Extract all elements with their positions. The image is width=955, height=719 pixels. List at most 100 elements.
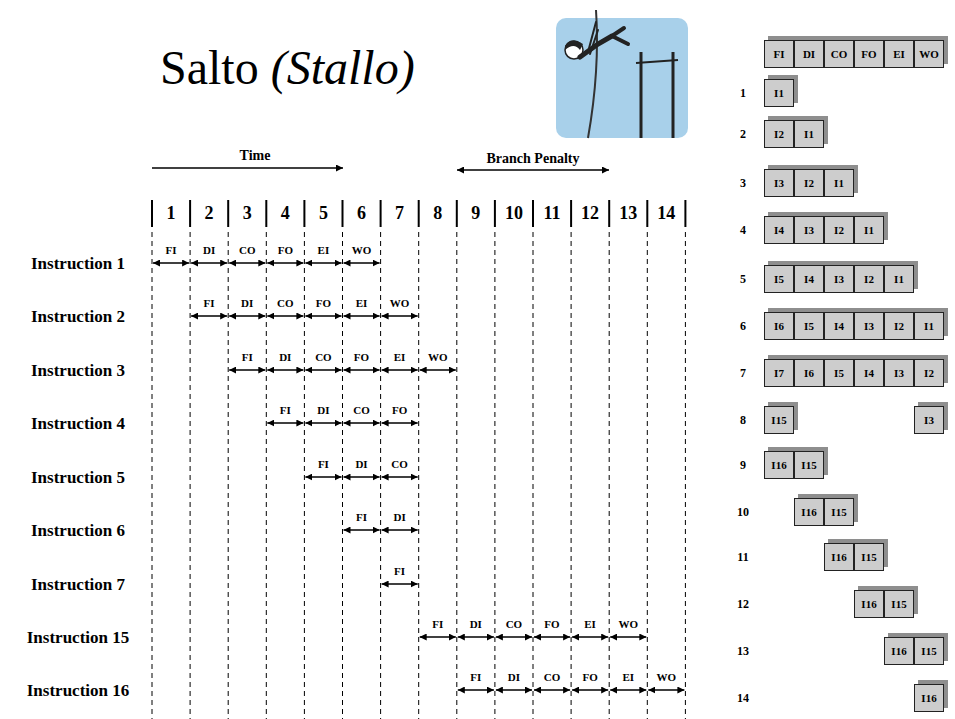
stage-arrow <box>344 422 380 424</box>
stage-arrow <box>458 689 494 691</box>
instruction-name: Instruction 5 <box>31 469 125 486</box>
stage-label: FO <box>582 672 597 683</box>
stage-label: FI <box>318 459 329 470</box>
box-text: I3 <box>924 415 934 426</box>
cycle-divider <box>456 200 458 227</box>
stage-arrow <box>610 689 646 691</box>
stage-label: FI <box>280 405 291 416</box>
instruction-name: Instruction 6 <box>31 522 125 539</box>
cycle-number: 5 <box>319 204 328 222</box>
crossbar <box>636 60 678 63</box>
stage-label: DI <box>470 619 482 630</box>
stage-arrow <box>648 689 684 691</box>
pipeline-slot-box: I15 <box>884 590 914 618</box>
cycle-dashed-line <box>342 232 343 719</box>
cycle-dashed-line <box>152 232 153 719</box>
stage-label: CO <box>277 298 294 309</box>
pipeline-slot-box: I2 <box>884 312 914 340</box>
pipeline-slot-box: I16 <box>764 451 794 479</box>
stage-header-box: WO <box>914 40 944 68</box>
box-text: I15 <box>921 646 936 657</box>
stage-arrow <box>344 369 380 371</box>
cycle-dashed-line <box>571 232 572 719</box>
picture-ground <box>556 18 688 138</box>
pipeline-slot-box: I6 <box>764 312 794 340</box>
stage-label: CO <box>506 619 523 630</box>
box-text: I6 <box>804 368 814 379</box>
vaulter-hair <box>565 40 583 50</box>
pipeline-slot-box: I16 <box>794 498 824 526</box>
box-text: I7 <box>774 368 784 379</box>
stage-arrow <box>496 689 532 691</box>
pipeline-slot-box: I16 <box>854 590 884 618</box>
stage-arrow <box>610 636 646 638</box>
cycle-number: 2 <box>205 204 214 222</box>
stage-arrow <box>572 636 608 638</box>
stage-label: WO <box>390 298 410 309</box>
box-text: I4 <box>864 368 874 379</box>
high-jump-post <box>640 52 643 138</box>
box-text: I15 <box>861 552 876 563</box>
cycle-dashed-line <box>456 232 457 719</box>
box-text: FO <box>861 49 876 60</box>
cycle-number: 4 <box>740 224 746 236</box>
high-jump-post <box>672 52 675 138</box>
box-text: FI <box>774 49 785 60</box>
cycle-number: 9 <box>471 204 480 222</box>
cycle-number: 3 <box>740 177 746 189</box>
box-text: I1 <box>924 321 934 332</box>
cycle-number: 8 <box>433 204 442 222</box>
cycle-number: 13 <box>619 204 637 222</box>
pipeline-slot-box: I3 <box>914 406 944 434</box>
cycle-number: 4 <box>281 204 290 222</box>
penalty-label: Branch Penalty <box>487 152 580 166</box>
pipeline-slot-box: I16 <box>914 684 944 712</box>
stage-arrow <box>229 315 265 317</box>
stage-arrow <box>153 262 189 264</box>
cycle-number: 10 <box>505 204 523 222</box>
axis-label: Time <box>240 149 271 163</box>
cycle-number: 7 <box>395 204 404 222</box>
pipeline-slot-box: I3 <box>854 312 884 340</box>
cycle-dashed-line <box>190 232 191 719</box>
box-text: I2 <box>924 368 934 379</box>
box-text: I15 <box>891 599 906 610</box>
pipeline-slot-box: I1 <box>794 120 824 148</box>
stage-arrow <box>382 422 418 424</box>
instruction-name: Instruction 3 <box>31 362 125 379</box>
stage-label: FI <box>432 619 443 630</box>
stage-label: CO <box>315 352 332 363</box>
pipeline-slot-box: I1 <box>764 79 794 107</box>
timing-grid <box>152 168 685 719</box>
pipeline-slot-box: I3 <box>794 216 824 244</box>
cycle-number: 1 <box>740 87 746 99</box>
vaulter-arms <box>588 22 598 54</box>
stage-label: DI <box>317 405 329 416</box>
stage-label: DI <box>279 352 291 363</box>
cycle-dashed-line <box>380 232 381 719</box>
box-text: I3 <box>894 368 904 379</box>
stage-label: FI <box>470 672 481 683</box>
stage-label: WO <box>428 352 448 363</box>
cycle-number: 8 <box>740 414 746 426</box>
pipeline-slot-box: I3 <box>824 265 854 293</box>
stage-arrow <box>420 636 456 638</box>
slide-title: Salto (Stallo) <box>160 44 415 92</box>
box-text: I1 <box>894 274 904 285</box>
cycle-number: 6 <box>740 320 746 332</box>
box-text: I1 <box>804 129 814 140</box>
pipeline-slot-box: I2 <box>794 169 824 197</box>
stage-label: WO <box>618 619 638 630</box>
pipeline-slot-box: I16 <box>884 637 914 665</box>
cycle-number: 11 <box>543 204 560 222</box>
stage-label: FO <box>316 298 331 309</box>
box-text: I3 <box>774 178 784 189</box>
cycle-divider <box>532 200 534 227</box>
stage-label: DI <box>241 298 253 309</box>
stage-arrow <box>229 262 265 264</box>
instruction-name: Instruction 2 <box>31 308 125 325</box>
pipeline-slot-box: I4 <box>764 216 794 244</box>
stage-header-box: DI <box>794 40 824 68</box>
cycle-number: 2 <box>740 128 746 140</box>
box-text: I5 <box>804 321 814 332</box>
